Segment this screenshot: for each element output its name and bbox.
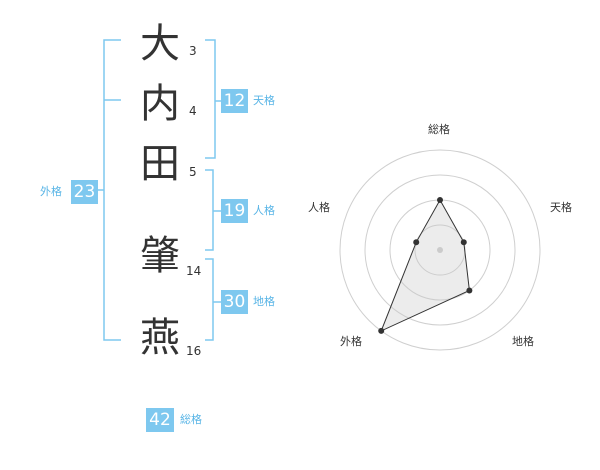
tenkaku-value: 12 xyxy=(221,89,248,113)
radar-grid-ring xyxy=(364,174,516,326)
stroke-count-4: 14 xyxy=(186,264,202,278)
soukaku-value: 42 xyxy=(146,408,174,432)
chikaku-bracket xyxy=(205,258,214,341)
radar-polygon xyxy=(380,198,470,332)
radar-point-3 xyxy=(466,287,473,294)
radar-point-4 xyxy=(378,327,385,334)
name-char-4: 肇 xyxy=(140,233,180,279)
tenkaku-bracket xyxy=(205,39,216,159)
stroke-count-3: 5 xyxy=(189,165,197,179)
stroke-count-5: 16 xyxy=(186,344,202,358)
chikaku-value: 30 xyxy=(221,290,248,314)
tenkaku-label: 天格 xyxy=(253,94,275,107)
name-char-5: 燕 xyxy=(140,315,180,361)
stroke-count-2: 4 xyxy=(189,104,197,118)
radar-axis-label-tenkaku: 天格 xyxy=(550,201,572,214)
radar-center-dot xyxy=(437,247,443,253)
name-char-1: 大 xyxy=(140,21,180,67)
name-char-2: 内 xyxy=(140,81,180,127)
stroke-count-1: 3 xyxy=(189,44,197,58)
gaikaku-label: 外格 xyxy=(40,185,62,198)
name-char-3: 田 xyxy=(140,141,180,187)
radar-axis-label-soukaku: 総格 xyxy=(428,123,450,136)
gaikaku-value: 23 xyxy=(71,180,98,204)
radar-axis-label-chikaku: 地格 xyxy=(512,335,534,348)
radar-point-1 xyxy=(437,197,443,203)
radar-point-2 xyxy=(460,239,467,246)
chikaku-label: 地格 xyxy=(253,295,275,308)
radar-axis-label-gaikaku: 外格 xyxy=(340,335,362,348)
jinkaku-bracket xyxy=(205,169,214,251)
jinkaku-label: 人格 xyxy=(253,204,275,217)
radar-point-5 xyxy=(413,239,420,246)
soukaku-label: 総格 xyxy=(180,413,202,426)
radar-axis-label-jinkaku: 人格 xyxy=(308,201,330,214)
jinkaku-value: 19 xyxy=(221,199,248,223)
radar-grid-ring xyxy=(339,149,541,351)
